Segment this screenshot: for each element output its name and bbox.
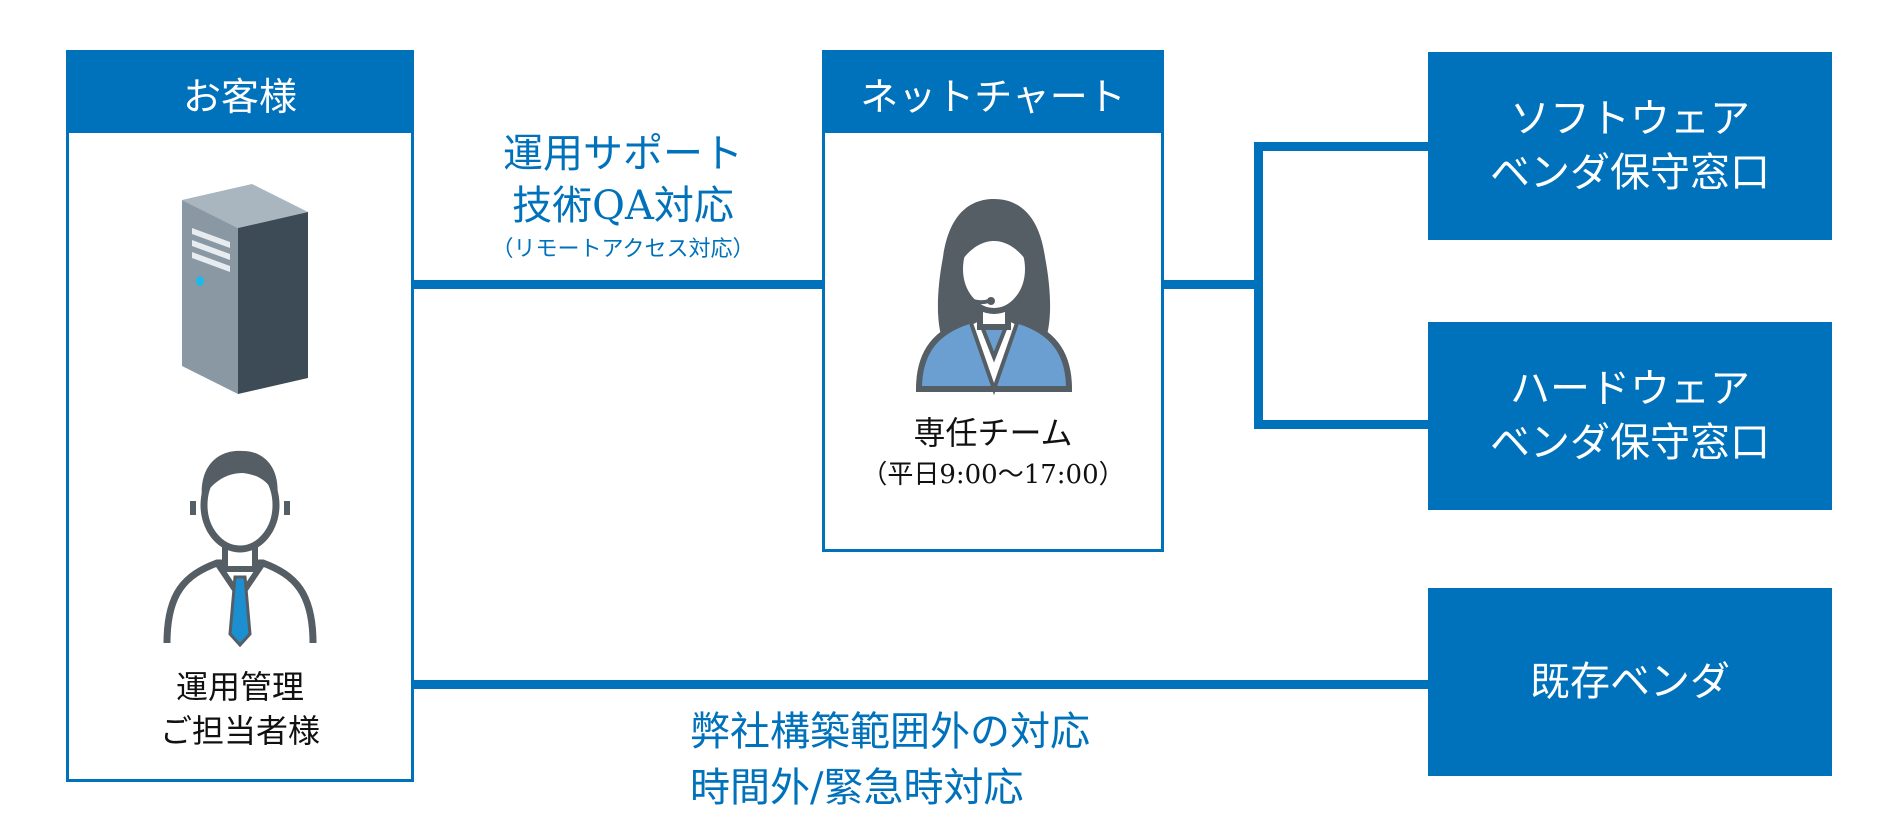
existing-vendor-box: 既存ベンダ xyxy=(1428,588,1832,776)
connector-customer-to-existing-vendor xyxy=(414,680,1428,689)
businessman-icon xyxy=(163,450,317,648)
existing-vendor-label: 既存ベンダ xyxy=(1530,659,1730,705)
connector-branch-to-software xyxy=(1254,142,1428,151)
connector-customer-to-company xyxy=(414,280,822,289)
customer-box-header: お客様 xyxy=(69,53,411,133)
customer-person-label: 運用管理 ご担当者様 xyxy=(69,665,411,753)
connector-branch-to-hardware xyxy=(1254,420,1428,429)
company-box: ネットチャート 専任チーム （平日9:00〜17:00） xyxy=(822,50,1164,552)
customer-box: お客様 運用管理 ご担当者様 xyxy=(66,50,414,782)
connector-branch-vertical xyxy=(1254,142,1263,429)
hardware-vendor-line1: ハードウェア xyxy=(1510,366,1750,412)
hardware-vendor-box: ハードウェア ベンダ保守窓口 xyxy=(1428,322,1832,510)
team-hours: （平日9:00〜17:00） xyxy=(861,460,1125,490)
outside-scope-label: 弊社構築範囲外の対応 時間外/緊急時対応 xyxy=(690,704,1150,816)
hardware-vendor-line2: ベンダ保守窓口 xyxy=(1490,420,1770,466)
headset-operator-icon xyxy=(915,199,1073,396)
software-vendor-line1: ソフトウェア xyxy=(1510,96,1750,142)
company-box-header: ネットチャート xyxy=(825,53,1161,133)
support-label: 運用サポート 技術QA対応 （リモートアクセス対応） xyxy=(458,128,788,268)
support-label-note: （リモートアクセス対応） xyxy=(491,237,755,262)
outside-scope-label-line1: 弊社構築範囲外の対応 xyxy=(690,709,1090,755)
customer-person-label-line1: 運用管理 xyxy=(175,668,304,706)
team-name: 専任チーム xyxy=(913,414,1073,452)
customer-title: お客様 xyxy=(182,74,297,119)
customer-person-label-line2: ご担当者様 xyxy=(159,712,320,750)
support-label-line1: 運用サポート xyxy=(503,131,743,177)
server-icon xyxy=(182,184,308,394)
company-title: ネットチャート xyxy=(860,74,1126,119)
software-vendor-box: ソフトウェア ベンダ保守窓口 xyxy=(1428,52,1832,240)
software-vendor-line2: ベンダ保守窓口 xyxy=(1490,150,1770,196)
company-team-label: 専任チーム （平日9:00〜17:00） xyxy=(825,411,1161,495)
outside-scope-label-line2: 時間外/緊急時対応 xyxy=(690,765,1024,811)
connector-company-to-branch xyxy=(1164,280,1260,289)
support-label-line2: 技術QA対応 xyxy=(512,183,734,229)
